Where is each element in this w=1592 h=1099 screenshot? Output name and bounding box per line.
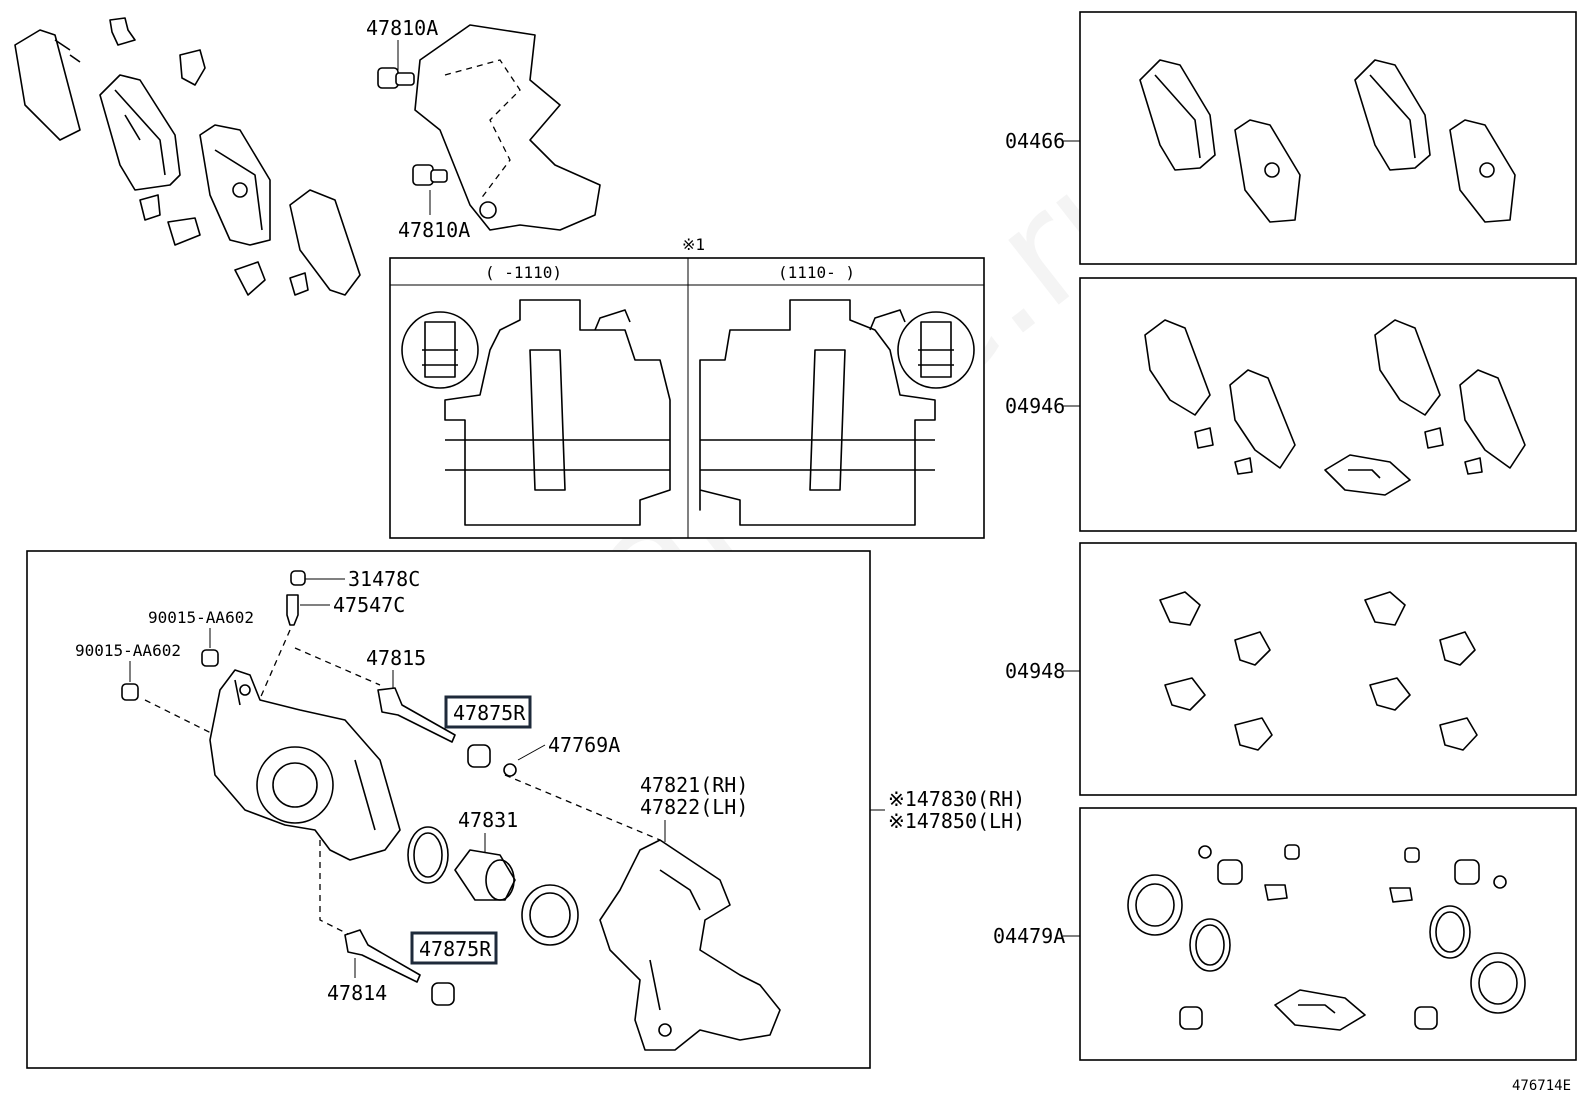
slide-pin-47814 [344, 929, 421, 983]
label-47821-rh: 47821(RH) [640, 773, 748, 797]
caliper-mount-bracket [414, 24, 601, 231]
boot-47875r-upper [467, 744, 491, 768]
kit-code-04946[interactable]: 04946 [1005, 394, 1065, 418]
kit-04479a-boot-2 [1470, 952, 1526, 1014]
kit-04479a-plug-2 [1389, 887, 1413, 903]
kit-04946-clip-2 [1234, 457, 1253, 475]
label-31478c: 31478C [348, 567, 420, 591]
caliper-mount-group: 47810A 47810A [366, 16, 601, 242]
kit-04948: 04948 [1005, 542, 1577, 796]
slide-pin-47815 [377, 687, 456, 743]
kit-04946-clip-3 [1424, 427, 1444, 449]
kit-04479a-dust-2 [1179, 1006, 1203, 1030]
kit-04479a: 04479A [993, 807, 1577, 1061]
kit-code-04948[interactable]: 04948 [1005, 659, 1065, 683]
piston-seal [407, 826, 449, 884]
caliper-assembly-group: 31478C 47547C 90015-AA602 90015-AA602 47… [75, 567, 1025, 1051]
kit-04479a-grease [1274, 989, 1366, 1031]
kit-04479a-plug-1 [1264, 884, 1288, 901]
piston-boot [521, 884, 579, 946]
inset-caliper-right [699, 299, 975, 526]
label-47810a-bottom: 47810A [398, 218, 470, 242]
kit-04479a-seal-1 [1189, 918, 1231, 972]
kit-04948-clip-2 [1234, 631, 1271, 666]
kit-04479a-cap-1 [1284, 844, 1300, 860]
clip-c [139, 194, 161, 221]
kit-04466: 04466 [1005, 11, 1577, 265]
figure-code: 476714E [1512, 1078, 1571, 1094]
label-47815: 47815 [366, 646, 426, 670]
label-47810a-top: 47810A [366, 16, 438, 40]
label-47830-rh: ※147830(RH) [888, 787, 1025, 811]
kit-04479a-seal-2 [1429, 905, 1471, 959]
bleeder-plug [286, 594, 299, 626]
bolt-47810a-bottom [412, 164, 448, 186]
kit-04946-shim-1 [1144, 319, 1211, 416]
label-47850-lh: ※147850(LH) [888, 809, 1025, 833]
kit-04466-pad-4 [1449, 119, 1516, 223]
inset-version-comparison: ※1 ( -1110) (1110- ) [389, 235, 985, 539]
kit-04479a-boot-1 [1127, 874, 1183, 936]
clip-a [109, 17, 136, 46]
kit-04479a-bushing-1 [1198, 845, 1212, 859]
kit-04946-clip-1 [1194, 427, 1214, 449]
label-47814: 47814 [327, 981, 387, 1005]
mounting-bracket-47821 [599, 839, 781, 1051]
kit-04479a-dust-3 [1454, 859, 1480, 885]
kit-04946-shim-4 [1459, 369, 1526, 469]
label-47875r-lower[interactable]: 47875R [419, 937, 492, 961]
kit-04948-clip-1 [1159, 591, 1201, 626]
kit-04948-clip-8 [1439, 717, 1478, 751]
inset-left-range: ( -1110) [485, 263, 562, 282]
loose-pads-group [14, 17, 361, 296]
shim-outer-right [289, 189, 361, 296]
bolt-90015-upper [201, 649, 219, 667]
clip-d [167, 217, 201, 246]
clip-f [289, 272, 309, 296]
pad-inner-left [99, 74, 181, 191]
bolt-90015-lower [121, 683, 139, 701]
label-47822-lh: 47822(LH) [640, 795, 748, 819]
label-90015-aa602-b: 90015-AA602 [75, 641, 181, 660]
kit-04479a-dust-4 [1414, 1006, 1438, 1030]
clip-b [179, 49, 206, 86]
kit-04466-pad-2 [1234, 119, 1301, 223]
kit-04946: 04946 [1005, 277, 1577, 532]
bleeder-cap [290, 570, 306, 586]
label-47831: 47831 [458, 808, 518, 832]
kit-code-04466[interactable]: 04466 [1005, 129, 1065, 153]
label-90015-aa602-a: 90015-AA602 [148, 608, 254, 627]
kit-04479a-dust-1 [1217, 859, 1243, 885]
piston-47831 [454, 849, 516, 901]
kit-04948-clip-5 [1364, 591, 1406, 626]
kit-04948-clip-3 [1164, 677, 1206, 711]
label-47547c: 47547C [333, 593, 405, 617]
bolt-47810a-top [377, 67, 415, 89]
kit-04946-shim-2 [1229, 369, 1296, 469]
kit-04948-clip-4 [1234, 717, 1273, 751]
shim-outer-left [14, 29, 81, 141]
bushing-47769a [503, 763, 517, 777]
kit-04479a-bushing-2 [1493, 875, 1507, 889]
kit-04948-clip-7 [1369, 677, 1411, 711]
clip-e [234, 261, 266, 296]
kit-code-04479a[interactable]: 04479A [993, 924, 1065, 948]
inset-caliper-left [401, 299, 671, 526]
kit-04479a-cap-2 [1404, 847, 1420, 863]
label-47769a: 47769A [548, 733, 620, 757]
kit-04466-pad-1 [1139, 59, 1216, 171]
inset-marker: ※1 [682, 235, 705, 254]
label-47875r-upper[interactable]: 47875R [453, 701, 526, 725]
kit-04946-clip-4 [1464, 457, 1483, 475]
kit-04948-clip-6 [1439, 631, 1476, 666]
kit-04466-pad-3 [1354, 59, 1431, 171]
boot-47875r-lower [431, 982, 455, 1006]
kit-04946-grease-1 [1324, 454, 1411, 496]
inset-right-range: (1110- ) [778, 263, 855, 282]
kit-04946-shim-3 [1374, 319, 1441, 416]
